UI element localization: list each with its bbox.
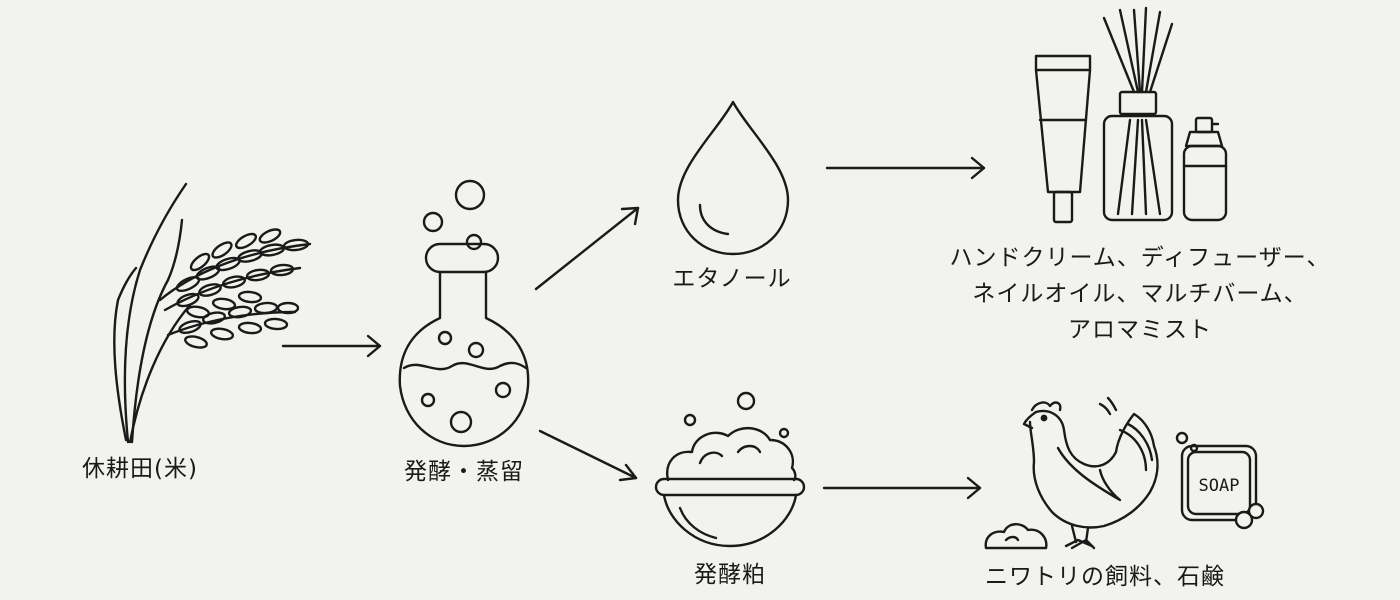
cosmetics-label-line-3: アロマミスト bbox=[1068, 317, 1212, 343]
arrow-lees-to-feed bbox=[822, 476, 982, 500]
cosmetics-icon bbox=[1034, 6, 1228, 224]
arrow-rice-to-process bbox=[281, 334, 382, 358]
cosmetics-label-line-2: ネイルオイル、マルチバーム、 bbox=[972, 281, 1308, 307]
ethanol-label: エタノール bbox=[672, 266, 792, 292]
ethanol-drop-icon bbox=[676, 100, 790, 256]
chicken-icon bbox=[984, 396, 1159, 550]
lees-label: 発酵粕 bbox=[694, 562, 766, 588]
arrow-ethanol-to-cosmetics bbox=[825, 156, 986, 180]
soap-bar-icon: SOAP bbox=[1175, 431, 1265, 530]
rice-plant-icon bbox=[113, 182, 312, 444]
flask-icon bbox=[398, 179, 530, 448]
cosmetics-label-line-1: ハンドクリーム、ディフューザー、 bbox=[949, 245, 1331, 271]
soap-bar-text: SOAP bbox=[1199, 476, 1240, 496]
process-label: 発酵・蒸留 bbox=[404, 459, 524, 485]
cosmetics-label: ハンドクリーム、ディフューザー、 ネイルオイル、マルチバーム、 アロマミスト bbox=[920, 240, 1360, 348]
lees-bowl-icon bbox=[654, 391, 806, 548]
arrow-process-to-lees bbox=[538, 429, 638, 482]
arrow-process-to-ethanol bbox=[534, 206, 640, 291]
rice-label: 休耕田(米) bbox=[82, 456, 198, 482]
feed-soap-label: ニワトリの飼料、石鹸 bbox=[985, 564, 1225, 590]
